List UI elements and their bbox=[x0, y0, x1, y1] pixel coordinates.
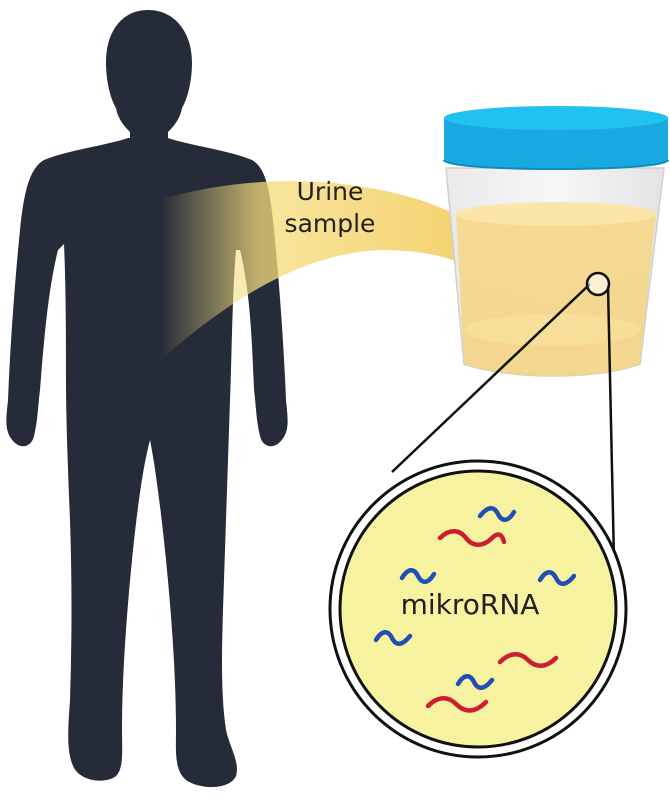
urine-label-line1: Urine bbox=[296, 177, 364, 206]
rna-strand-icon bbox=[477, 506, 517, 522]
rna-strands bbox=[373, 506, 577, 713]
rna-strand-icon bbox=[373, 630, 413, 646]
urine-cup-icon bbox=[443, 106, 669, 377]
sample-spot-circle bbox=[585, 271, 611, 297]
magnifier-circle-icon bbox=[328, 459, 628, 759]
mikrorna-label: mikroRNA bbox=[400, 588, 540, 621]
zoom-lines bbox=[391, 283, 616, 561]
rna-strand-icon bbox=[497, 652, 559, 668]
urine-sample-label: Urine sample bbox=[250, 176, 410, 240]
urine-label-line2: sample bbox=[284, 209, 376, 238]
rna-strand-icon bbox=[437, 529, 507, 547]
rna-strand-icon bbox=[455, 674, 495, 690]
person-silhouette-icon bbox=[6, 10, 288, 788]
rna-strand-icon bbox=[537, 570, 577, 586]
rna-strand-icon bbox=[425, 696, 489, 713]
rna-strand-icon bbox=[399, 568, 437, 584]
